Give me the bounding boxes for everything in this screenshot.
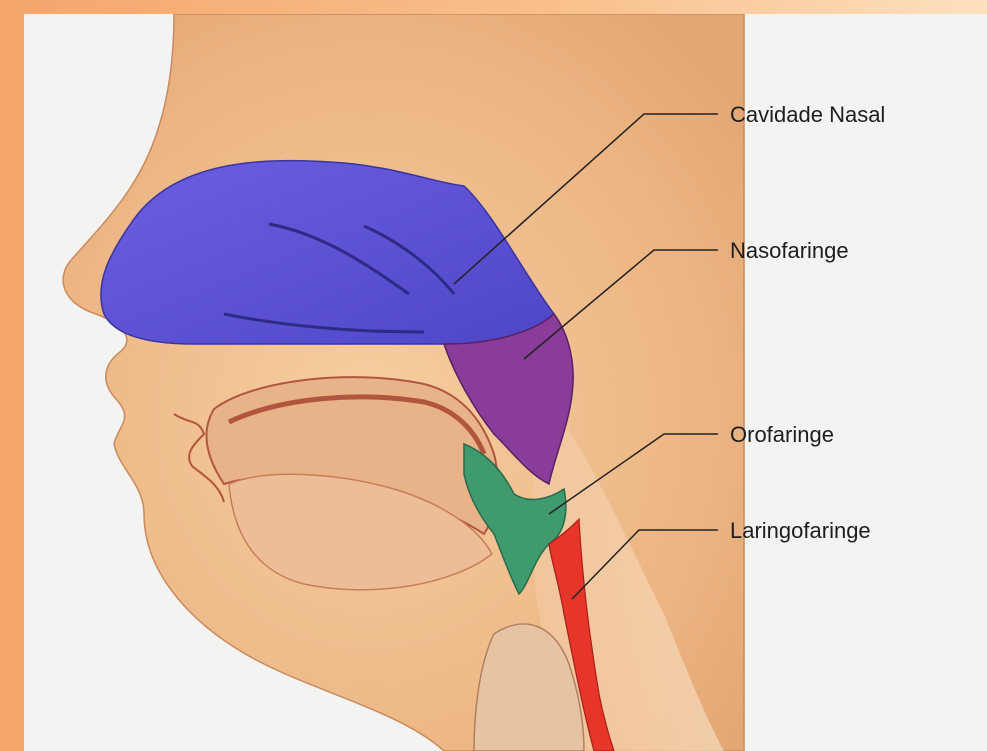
label-orofaringe: Orofaringe [730, 422, 834, 447]
label-laringofaringe: Laringofaringe [730, 518, 871, 543]
label-nasofaringe: Nasofaringe [730, 238, 849, 263]
label-cavidade-nasal: Cavidade Nasal [730, 102, 885, 127]
anatomy-diagram: Cavidade Nasal Nasofaringe Orofaringe La… [24, 14, 987, 751]
diagram-frame: Cavidade Nasal Nasofaringe Orofaringe La… [24, 14, 987, 751]
